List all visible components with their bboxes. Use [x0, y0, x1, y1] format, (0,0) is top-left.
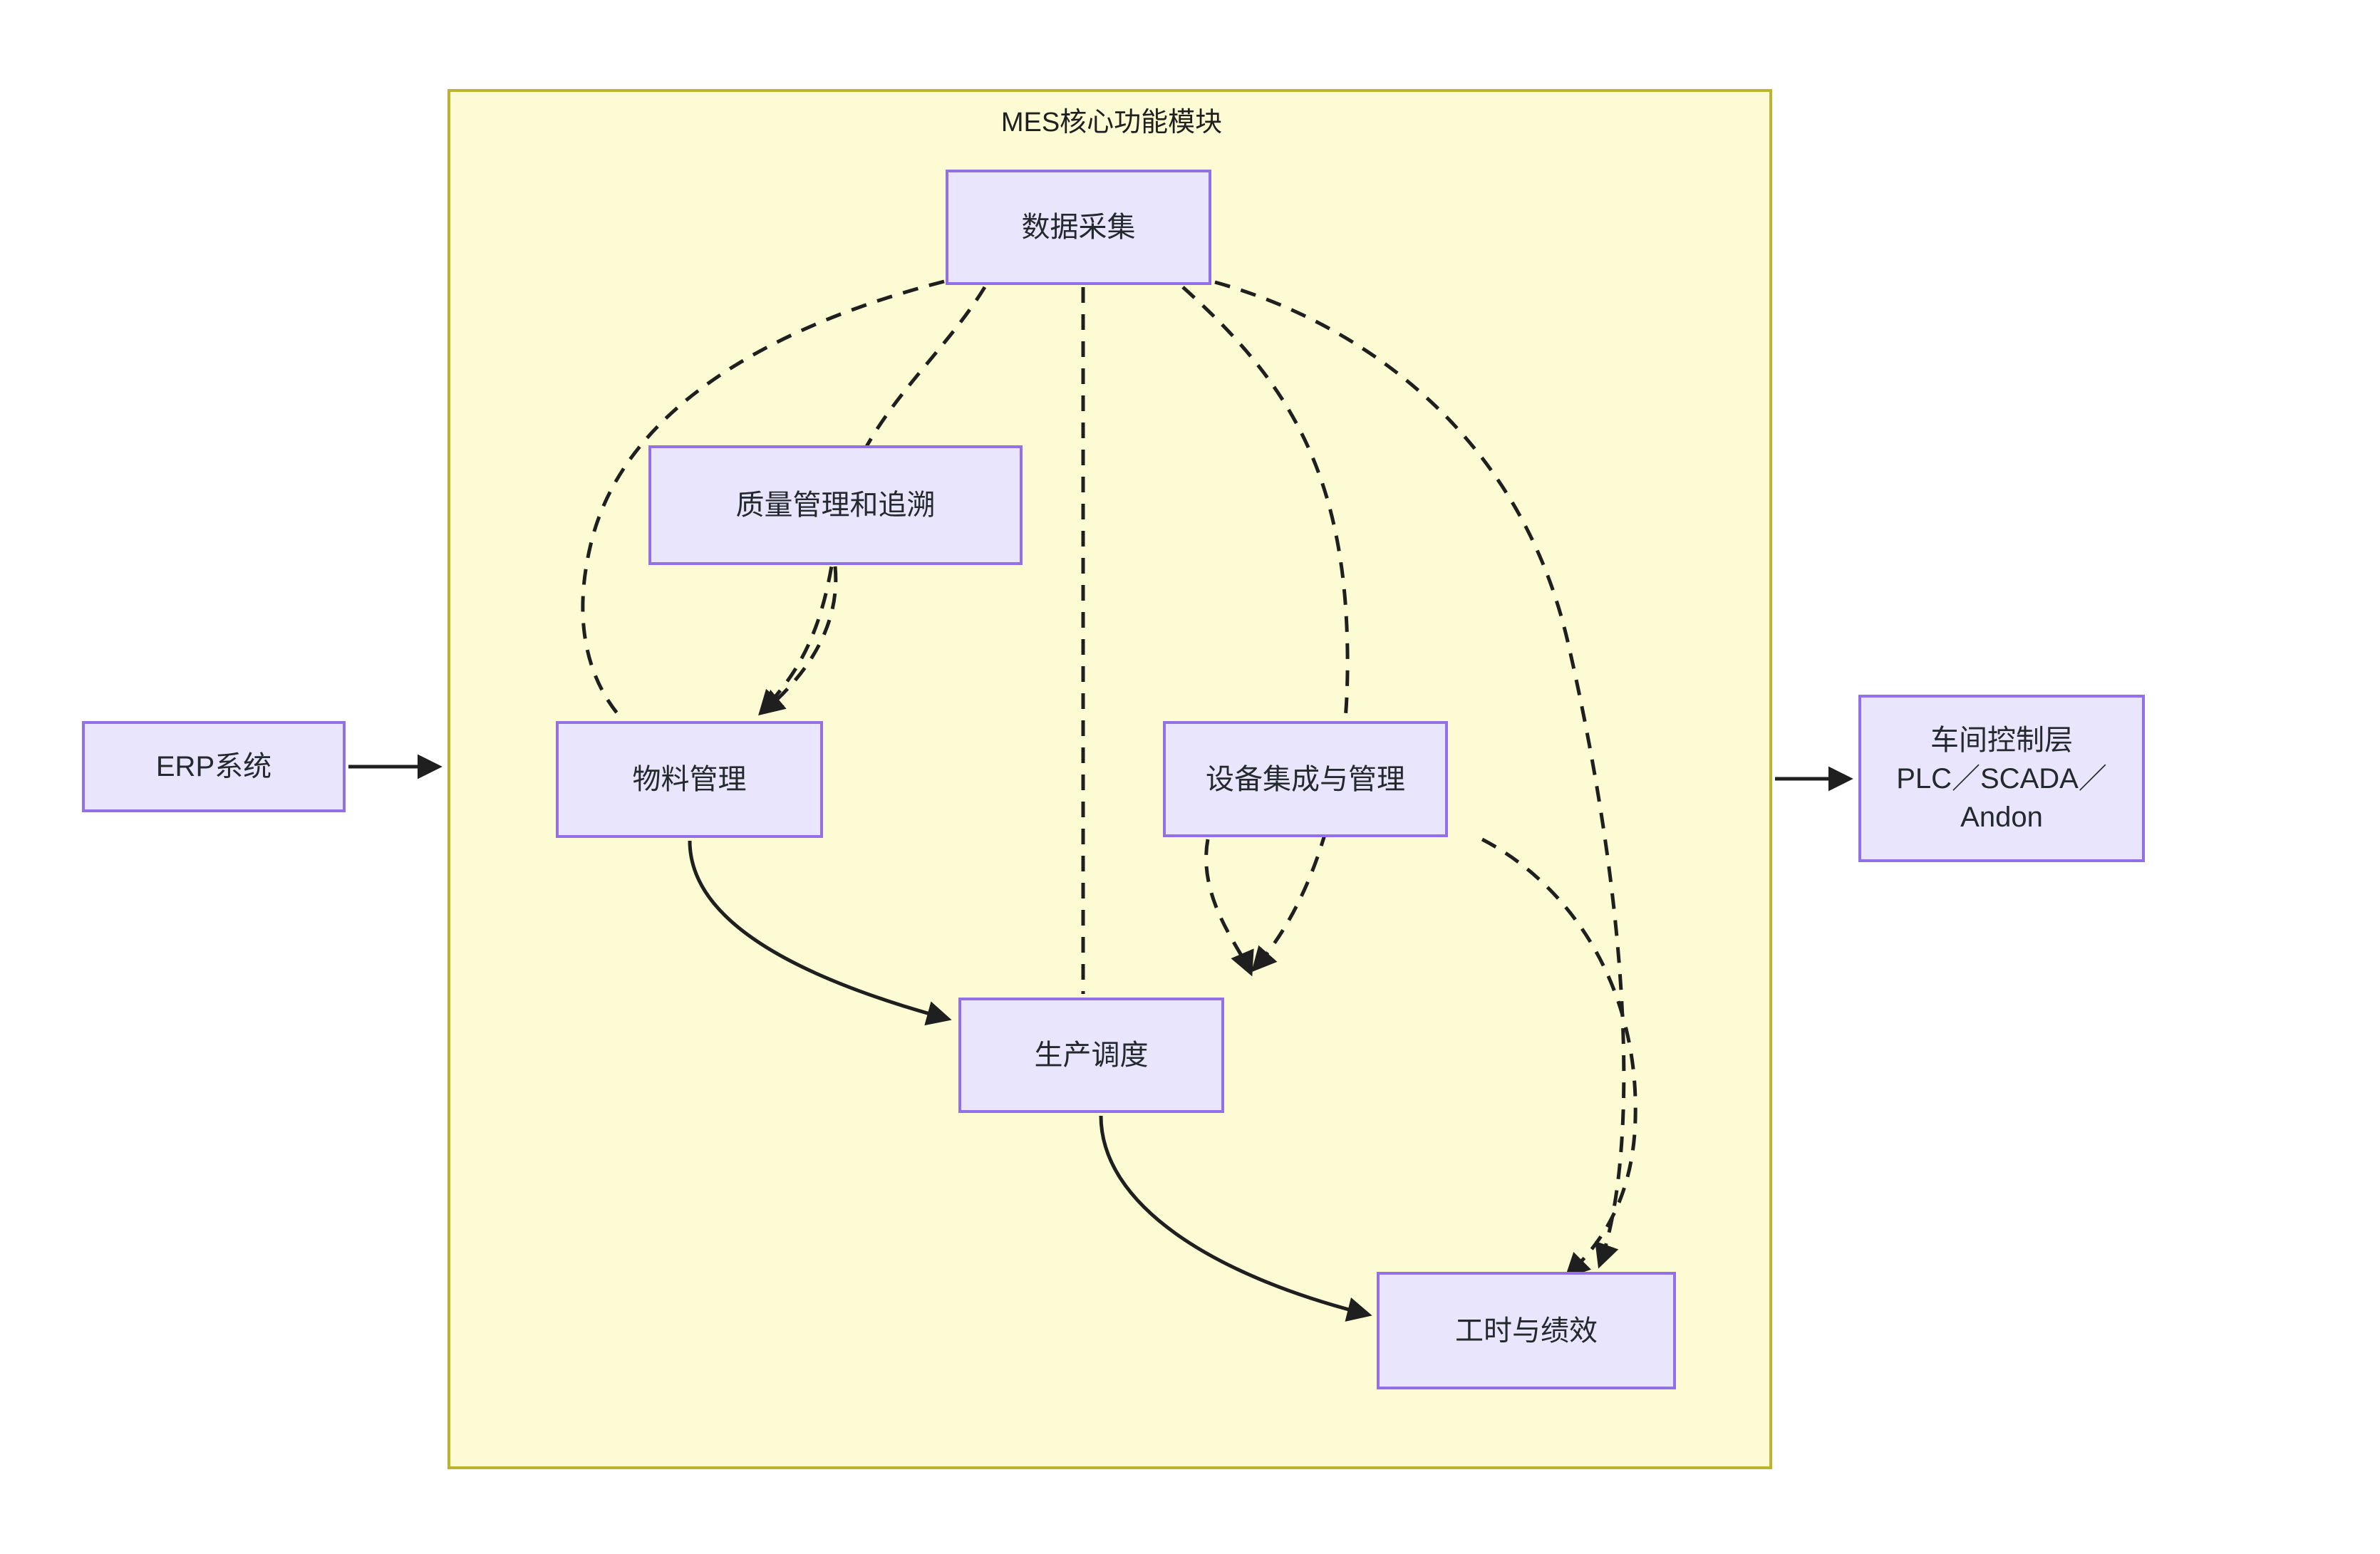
- edge-schedule-to-labor: [1099, 1115, 1372, 1322]
- node-equipment-integration[interactable]: 设备集成与管理: [1163, 721, 1448, 837]
- node-shopfloor-control-label-line2: PLC／SCADA／Andon: [1896, 762, 2107, 833]
- node-shopfloor-control-label-line1: 车间控制层: [1930, 724, 2073, 756]
- node-data-collection-label: 数据采集: [1021, 212, 1136, 243]
- edge-equipment-to-schedule: [1204, 839, 1254, 977]
- node-quality-management[interactable]: 质量管理和追溯: [648, 445, 1023, 565]
- edge-collect-to-labor: [1214, 280, 1626, 1269]
- node-labor-performance-label: 工时与绩效: [1455, 1315, 1598, 1347]
- node-erp-label: ERP系统: [155, 751, 272, 782]
- edge-quality-to-material: [759, 566, 838, 715]
- node-material-management[interactable]: 物料管理: [556, 721, 823, 838]
- node-labor-performance[interactable]: 工时与绩效: [1377, 1272, 1676, 1389]
- node-material-management-label: 物料管理: [632, 764, 747, 795]
- node-shopfloor-control[interactable]: 车间控制层 PLC／SCADA／Andon: [1858, 695, 2145, 862]
- cluster-title: MES核心功能模块: [1000, 108, 1223, 138]
- node-production-scheduling[interactable]: 生产调度: [958, 998, 1224, 1113]
- node-quality-management-label: 质量管理和追溯: [735, 489, 936, 521]
- node-production-scheduling-label: 生产调度: [1034, 1040, 1149, 1071]
- edge-equipment-to-labor: [1481, 837, 1637, 1279]
- edge-collect-to-equipment: [1181, 286, 1350, 973]
- edge-collect-to-material: [581, 279, 945, 720]
- edge-material-to-schedule: [688, 840, 952, 1026]
- node-data-collection[interactable]: 数据采集: [946, 170, 1211, 285]
- node-equipment-integration-label: 设备集成与管理: [1206, 763, 1405, 795]
- node-erp[interactable]: ERP系统: [82, 721, 346, 812]
